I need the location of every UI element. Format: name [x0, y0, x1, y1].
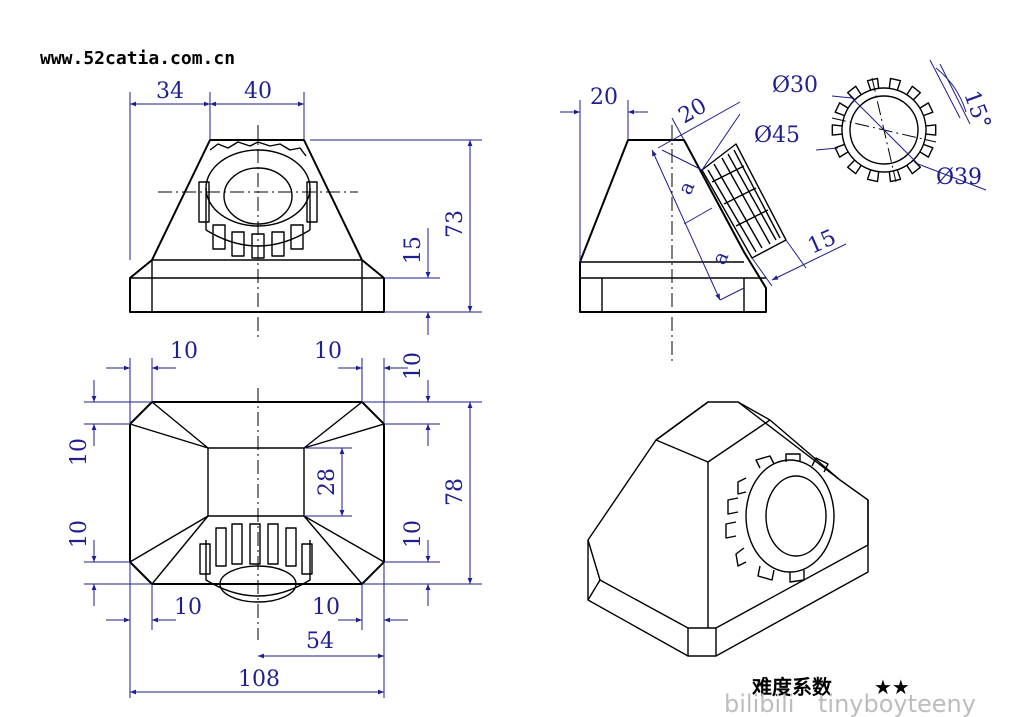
dim-right-78-text: 78: [443, 478, 468, 506]
isometric-view: [587, 401, 869, 657]
dim-front-73-text: 73: [443, 210, 468, 238]
gear-detail-root-circle: [841, 87, 927, 173]
top-view: 10 10 10 10 10 78: [67, 339, 482, 698]
dim-gear-d30-text: Ø30: [772, 73, 818, 98]
dim-front-73: 73: [310, 139, 482, 313]
dim-gear-d45-text: Ø45: [754, 123, 800, 148]
dim-right-10-top-text: 10: [401, 352, 426, 380]
dim-bottom-108-text: 108: [238, 667, 280, 692]
dim-side-15-text: 15: [804, 225, 840, 259]
dim-gear-d39-text: Ø39: [936, 165, 982, 190]
gear-front: [198, 141, 318, 259]
gear-iso-bore: [765, 475, 827, 557]
dim-bottom-10-left-text: 10: [174, 595, 202, 620]
dim-bottom-54-text: 54: [306, 629, 334, 654]
dim-side-20-slant-text: 20: [675, 94, 712, 130]
dim-left-10-bottom-text: 10: [67, 520, 92, 548]
dim-gear-d39: Ø39: [917, 163, 987, 191]
gear-front-outer-ellipse: [205, 149, 311, 227]
dim-top-10-left-text: 10: [170, 339, 198, 364]
dims-bottom: 10 10 54 108: [106, 562, 408, 698]
dim-front-34: 34: [129, 79, 305, 260]
website-label: www.52catia.com.cn: [40, 48, 235, 69]
dim-front-15: 15: [384, 228, 440, 335]
dim-gear-d45: Ø45: [754, 123, 839, 151]
gear-front-cylinder: [205, 188, 311, 247]
dim-right-10-bottom-text: 10: [401, 520, 426, 548]
dim-bottom-10-right-text: 10: [312, 595, 340, 620]
gear-side: [701, 143, 787, 259]
dim-gear-d30: Ø30: [772, 73, 853, 99]
difficulty-rating: 难度系数 ★★: [751, 675, 910, 699]
dim-side-20-slant: 20: [657, 94, 741, 171]
rating-stars: ★★: [874, 675, 910, 699]
rating-label: 难度系数: [751, 675, 833, 699]
watermark-text: tinyboyteeny: [818, 690, 976, 717]
dim-side-a2-text: a: [707, 247, 734, 268]
gear-front-bore: [223, 167, 293, 225]
dim-side-15: 15: [751, 225, 847, 287]
gear-top: [199, 523, 313, 603]
gear-iso: [725, 453, 835, 583]
dim-front-15-text: 15: [401, 236, 426, 264]
dim-front-40-text: 40: [244, 79, 272, 104]
dims-right: 10 78 10: [362, 352, 482, 606]
gear-detail: Ø30 Ø45 Ø39 15°: [754, 59, 995, 191]
front-view: 34 40 73 15: [129, 79, 482, 340]
dim-side-a1-text: a: [673, 177, 700, 198]
dim-side-20-left-text: 20: [590, 85, 618, 110]
dim-gear-15deg: 15°: [929, 59, 995, 133]
dims-top: 10 10: [106, 339, 408, 424]
gear-front-teeth: [198, 141, 318, 259]
dim-center-28-text: 28: [315, 468, 340, 496]
dim-left-10-top-text: 10: [67, 438, 92, 466]
gear-top-bore: [219, 565, 297, 603]
dim-gear-15deg-text: 15°: [958, 88, 995, 133]
side-view: 20 20 a a 15: [560, 85, 847, 365]
dim-top-10-right-text: 10: [314, 339, 342, 364]
dim-side-20-left: 20: [560, 85, 648, 262]
dim-front-34-text: 34: [156, 79, 184, 104]
watermark: bilibili tinyboyteeny: [724, 690, 976, 717]
dims-left: 10 10: [67, 380, 152, 606]
dim-front-40: 40: [210, 79, 304, 107]
dim-center-28: 28: [304, 447, 352, 517]
watermark-logo: bilibili: [724, 690, 794, 717]
gear-detail-bore: [849, 95, 919, 165]
